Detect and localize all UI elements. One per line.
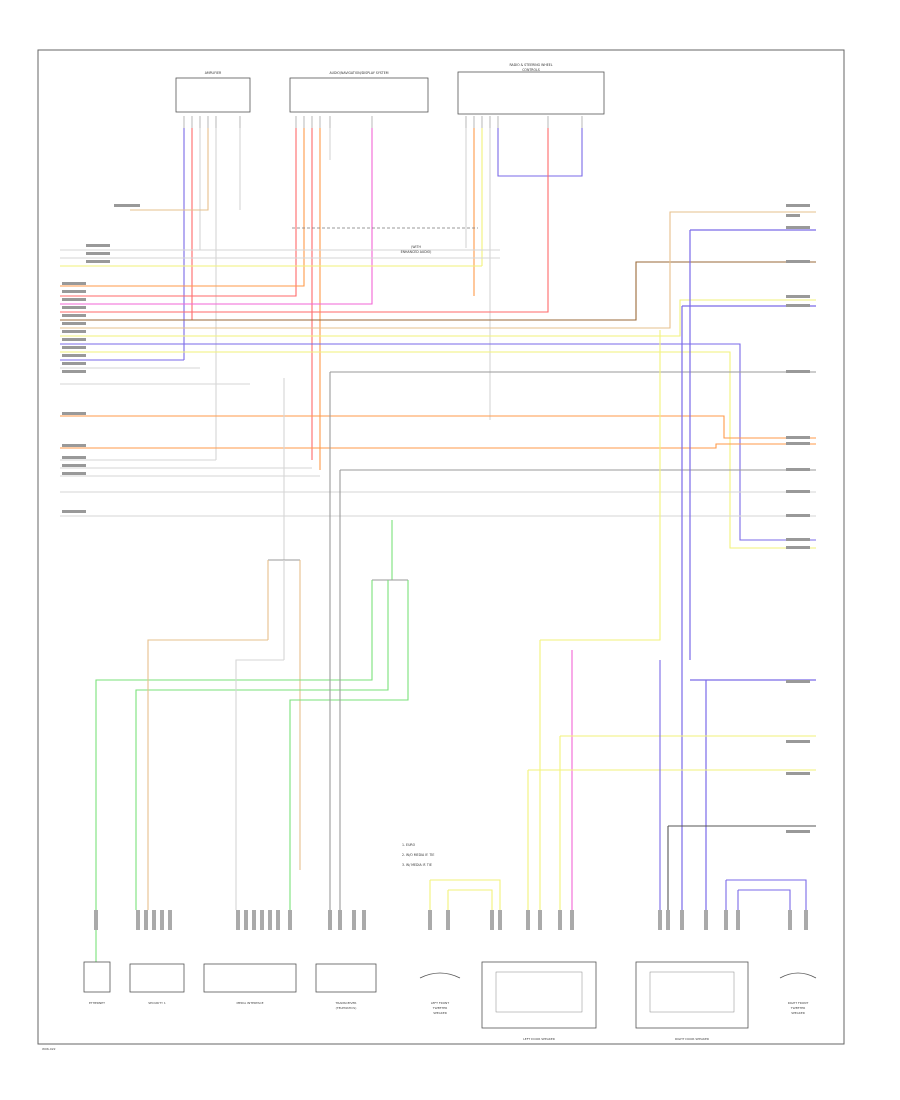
top-vertical-wires — [60, 128, 583, 470]
center-note-2: ENHANCED AUDIO) — [401, 250, 432, 254]
legend-item-1: 1. EURO — [402, 843, 416, 847]
left-tweeter-label-3: SPEAKER — [433, 1011, 447, 1015]
top-connector-pins — [183, 116, 583, 128]
right-tweeter: RIGHT FRONT TWEETER SPEAKER — [779, 972, 817, 1015]
bottom-connector-pins — [94, 910, 808, 930]
left-tweeter-label-1: LEFT FRONT — [431, 1001, 449, 1005]
diagram-frame — [37, 49, 845, 1045]
transceiver-label-1: TRANSCEIVER — [335, 1001, 357, 1005]
radio-controls-label-1: RADIO & STEERING WHEEL — [509, 63, 552, 67]
audio-nav-label: AUDIO/NAVIGATION/DISPLAY SYSTEM — [329, 71, 388, 75]
audio-nav-module: AUDIO/NAVIGATION/DISPLAY SYSTEM — [289, 71, 429, 113]
right-wire-labels — [786, 204, 810, 833]
right-tweeter-label-2: TWEETER — [790, 1006, 805, 1010]
right-tweeter-label-3: SPEAKER — [791, 1011, 805, 1015]
left-door-speaker-label: LEFT DOOR SPEAKER — [523, 1037, 555, 1041]
legend-item-3: 3. W/ MEDIA IF. TIE — [402, 863, 432, 867]
middle-drops — [95, 372, 409, 970]
legend: 1. EURO 2. W/O MEDIA IF. TIE 3. W/ MEDIA… — [402, 843, 434, 867]
transceiver-module: TRANSCEIVER (TELEMATICS) — [315, 963, 377, 1010]
security-module: SECURITY 1 — [129, 963, 185, 1005]
ethernet-label: ETHERNET — [89, 1001, 105, 1005]
right-door-speaker: RIGHT DOOR SPEAKER — [635, 961, 749, 1041]
page-code: W06-022 — [42, 1047, 56, 1051]
horizontal-bus-wires — [60, 211, 816, 549]
center-note-1: (WITH — [411, 245, 421, 249]
right-tweeter-label-1: RIGHT FRONT — [788, 1001, 809, 1005]
left-tweeter: LEFT FRONT TWEETER SPEAKER — [419, 972, 461, 1015]
media-interface-label: MEDIA INTERFACE — [236, 1001, 263, 1005]
left-tweeter-label-2: TWEETER — [432, 1006, 447, 1010]
radio-controls-module: RADIO & STEERING WHEEL CONTROLS — [457, 63, 605, 115]
amplifier-module: AMPLIFIER — [175, 71, 251, 113]
left-door-speaker: LEFT DOOR SPEAKER — [481, 961, 597, 1041]
media-interface-module: MEDIA INTERFACE — [203, 963, 297, 1005]
left-wire-labels — [62, 204, 140, 513]
legend-item-2: 2. W/O MEDIA IF. TIE — [402, 853, 434, 857]
ethernet-module: ETHERNET — [83, 961, 111, 1005]
transceiver-label-2: (TELEMATICS) — [336, 1006, 357, 1010]
amplifier-label: AMPLIFIER — [205, 71, 222, 75]
door-speaker-drops — [429, 330, 816, 910]
right-door-speaker-label: RIGHT DOOR SPEAKER — [675, 1037, 709, 1041]
radio-controls-label-2: CONTROLS — [522, 68, 540, 72]
security-label: SECURITY 1 — [148, 1001, 166, 1005]
right-violet-runs — [681, 229, 816, 910]
